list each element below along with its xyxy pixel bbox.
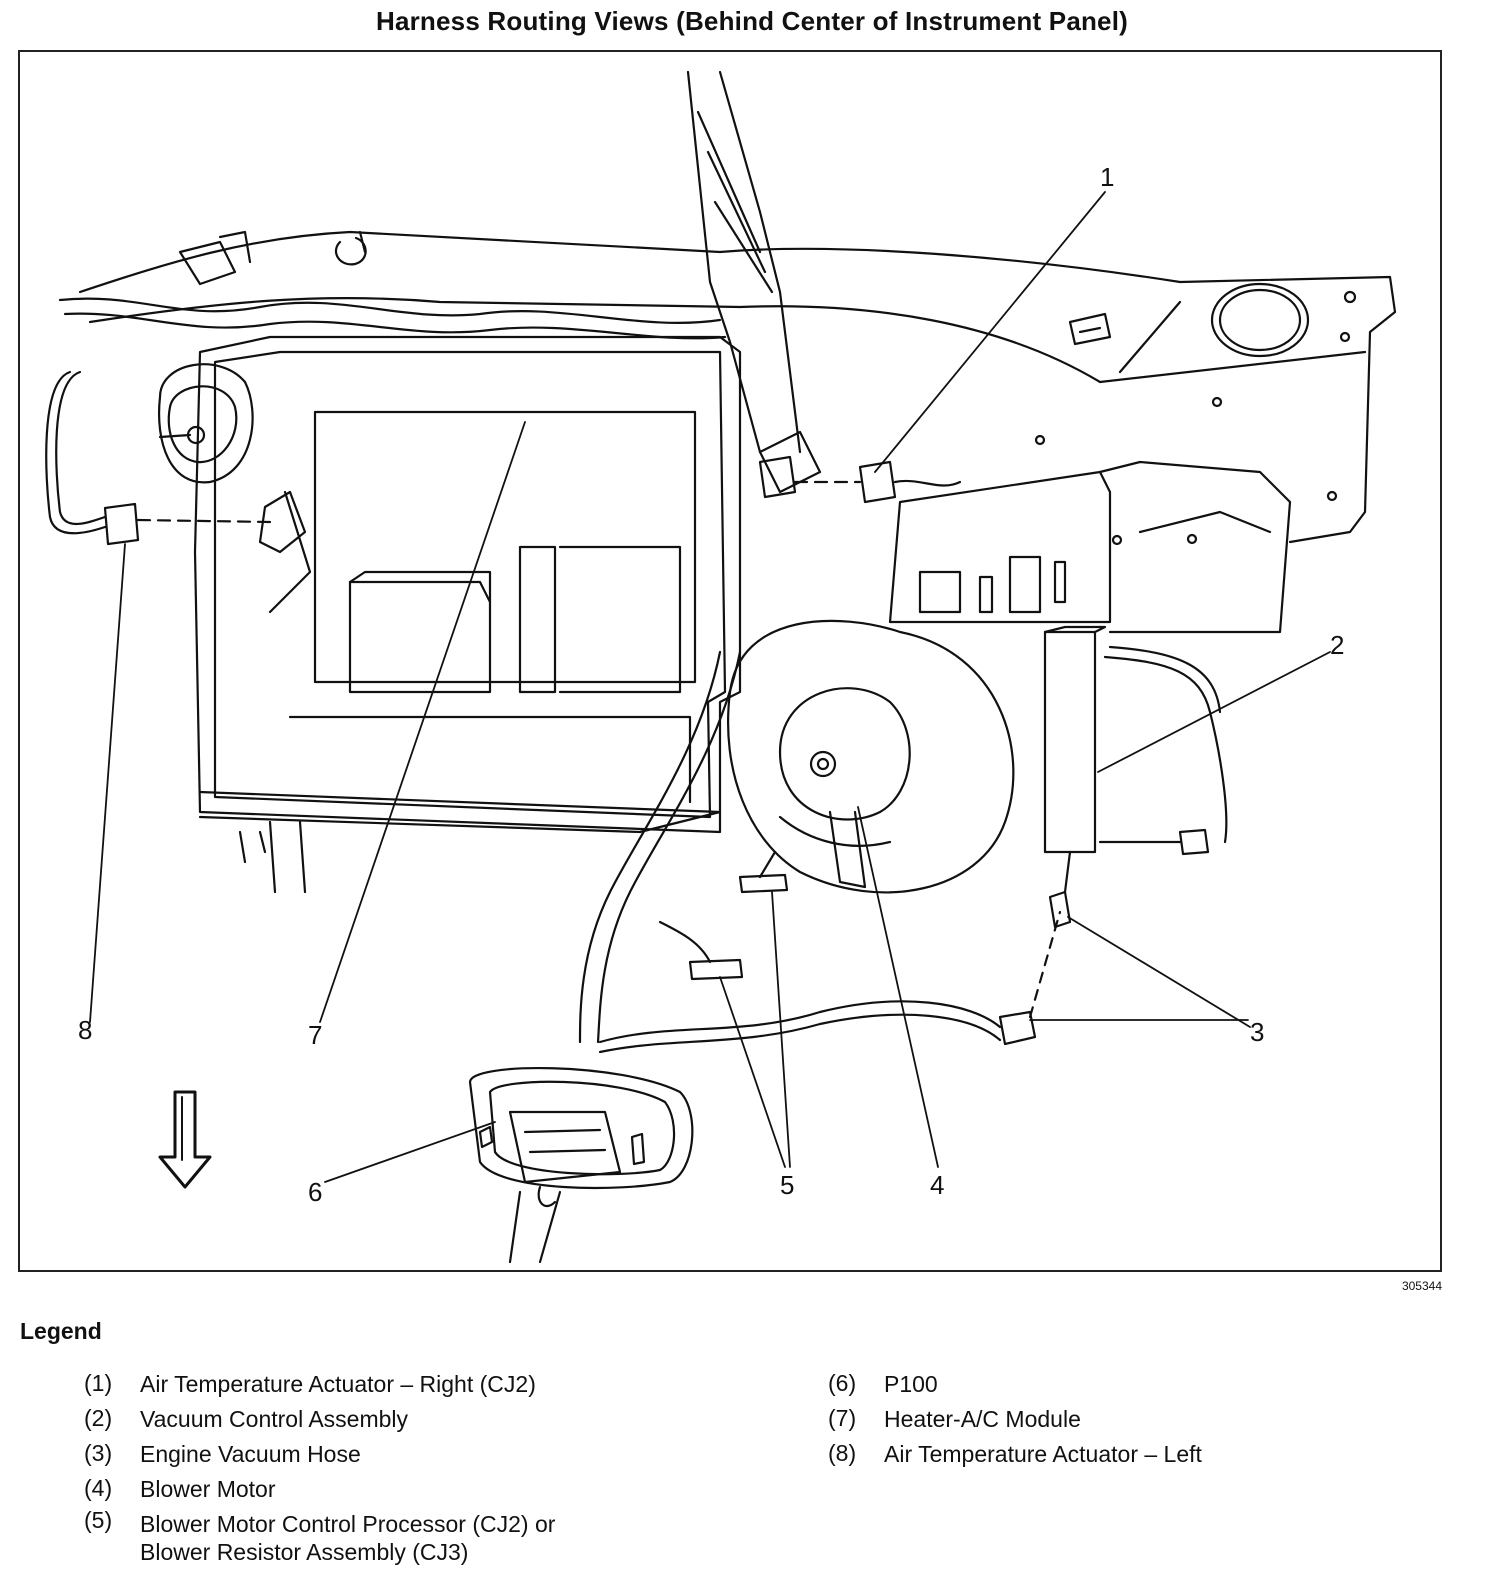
- right-actuator-drawing: [758, 455, 962, 504]
- legend-item: (7) Heater-A/C Module: [828, 1405, 1081, 1432]
- down-arrow-icon: [158, 1090, 212, 1189]
- callout-8: 8: [78, 1015, 93, 1045]
- legend-column-left: (1) Air Temperature Actuator – Right (CJ…: [84, 1366, 555, 1566]
- figure-number: 305344: [1401, 1279, 1442, 1293]
- legend-item: (3) Engine Vacuum Hose: [84, 1440, 361, 1467]
- p100-connector-drawing: [468, 1066, 694, 1264]
- legend-item: (8) Air Temperature Actuator – Left: [828, 1440, 1202, 1467]
- callout-4: 4: [930, 1170, 945, 1200]
- callout-5: 5: [780, 1170, 795, 1200]
- legend-item: (5) Blower Motor Control Processor (CJ2)…: [84, 1507, 556, 1565]
- top-wiring-harness: [58, 230, 727, 340]
- blower-motor-drawing: [726, 619, 1015, 894]
- callout-2: 2: [1330, 630, 1345, 660]
- legend-item: (6) P100: [828, 1370, 938, 1397]
- heater-ac-module: [193, 335, 742, 894]
- lower-harness: [578, 650, 1072, 1054]
- callout-1: 1: [1100, 162, 1115, 192]
- callout-6: 6: [308, 1177, 323, 1207]
- callout-3: 3: [1250, 1017, 1265, 1047]
- diagram-frame: 1 2 3 4 5 6 7 8: [18, 50, 1442, 1272]
- legend-item: (1) Air Temperature Actuator – Right (CJ…: [84, 1370, 536, 1397]
- right-module-assembly: [888, 460, 1292, 856]
- left-actuator-drawing: [45, 363, 312, 614]
- legend-heading: Legend: [20, 1318, 102, 1344]
- callout-7: 7: [308, 1020, 323, 1050]
- legend-item: (4) Blower Motor: [84, 1475, 276, 1502]
- vertical-duct: [686, 70, 822, 494]
- harness-drawing: [45, 70, 1397, 1264]
- legend-column-right: (6) P100 (7) Heater-A/C Module (8) Air T…: [828, 1366, 1202, 1471]
- leader-lines: [89, 191, 1331, 1183]
- legend-item: (2) Vacuum Control Assembly: [84, 1405, 409, 1432]
- diagram-title: Harness Routing Views (Behind Center of …: [375, 6, 1129, 36]
- instrument-panel-beam: [78, 230, 1397, 544]
